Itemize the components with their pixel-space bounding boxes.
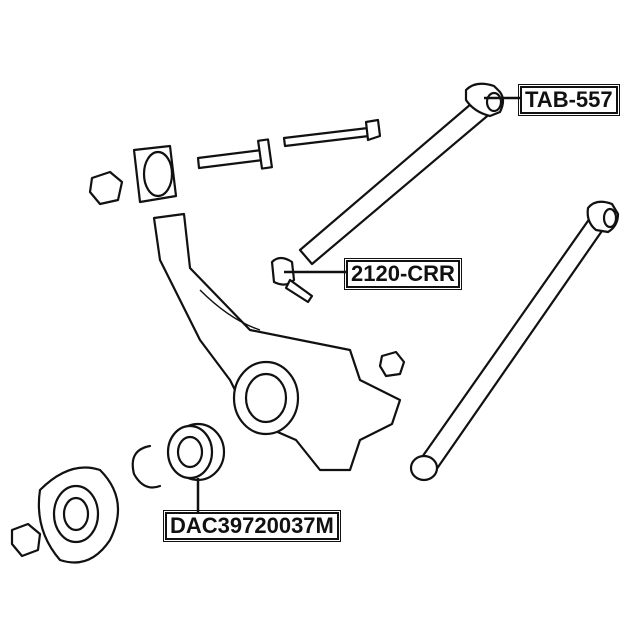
- nut-right: [378, 350, 406, 378]
- knuckle: [152, 212, 402, 472]
- lateral-link: [409, 200, 620, 482]
- upper-control-arm: [298, 82, 505, 266]
- snap-ring: [131, 444, 162, 489]
- hub-nut: [10, 522, 42, 558]
- part-label-tab-557[interactable]: TAB-557: [518, 84, 620, 116]
- nut-left: [88, 170, 124, 206]
- bushing: [132, 144, 178, 204]
- bolts: [196, 118, 382, 170]
- part-label-dac39720037m[interactable]: DAC39720037M: [163, 510, 341, 542]
- part-label-2120-crr[interactable]: 2120-CRR: [344, 258, 462, 290]
- ball-joint: [270, 256, 314, 304]
- wheel-bearing: [166, 422, 226, 482]
- wheel-hub: [37, 466, 120, 564]
